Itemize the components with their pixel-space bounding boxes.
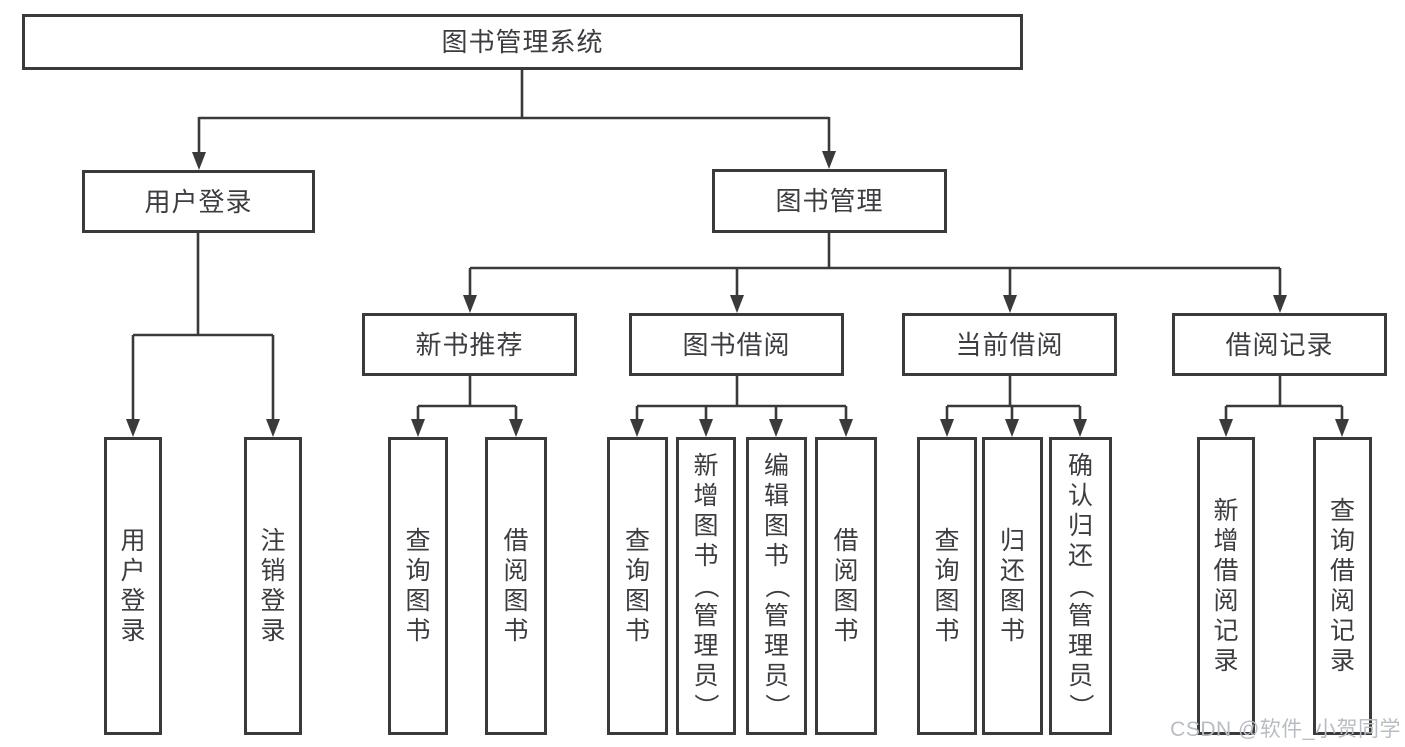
node-book-management: 图书管理 [712, 169, 947, 233]
leaf-logout: 注销登录 [244, 437, 302, 735]
leaf-borrow-books: 借阅图书 [485, 437, 547, 735]
leaf-query-borrow-record: 查询借阅记录 [1313, 437, 1372, 735]
leaf-add-borrow-record: 新增借阅记录 [1197, 437, 1255, 735]
leaf-user-login: 用户登录 [104, 437, 162, 735]
leaf-query-books: 查询图书 [917, 437, 977, 735]
node-new-book-recommend: 新书推荐 [362, 313, 577, 376]
leaf-confirm-return-admin: 确认归还（管理员） [1049, 437, 1112, 735]
node-root: 图书管理系统 [22, 14, 1023, 70]
leaf-add-books-admin: 新增图书（管理员） [676, 437, 736, 735]
node-book-borrow: 图书借阅 [629, 313, 844, 376]
leaf-borrow-books: 借阅图书 [815, 437, 877, 735]
leaf-query-books: 查询图书 [607, 437, 668, 735]
csdn-watermark: CSDN @软件_小贺同学 [1170, 718, 1401, 741]
leaf-edit-books-admin: 编辑图书（管理员） [746, 437, 807, 735]
leaf-query-books: 查询图书 [388, 437, 448, 735]
node-borrow-records: 借阅记录 [1172, 313, 1387, 376]
node-user-login: 用户登录 [82, 170, 315, 233]
leaf-return-books: 归还图书 [982, 437, 1043, 735]
node-current-borrow: 当前借阅 [902, 313, 1117, 376]
